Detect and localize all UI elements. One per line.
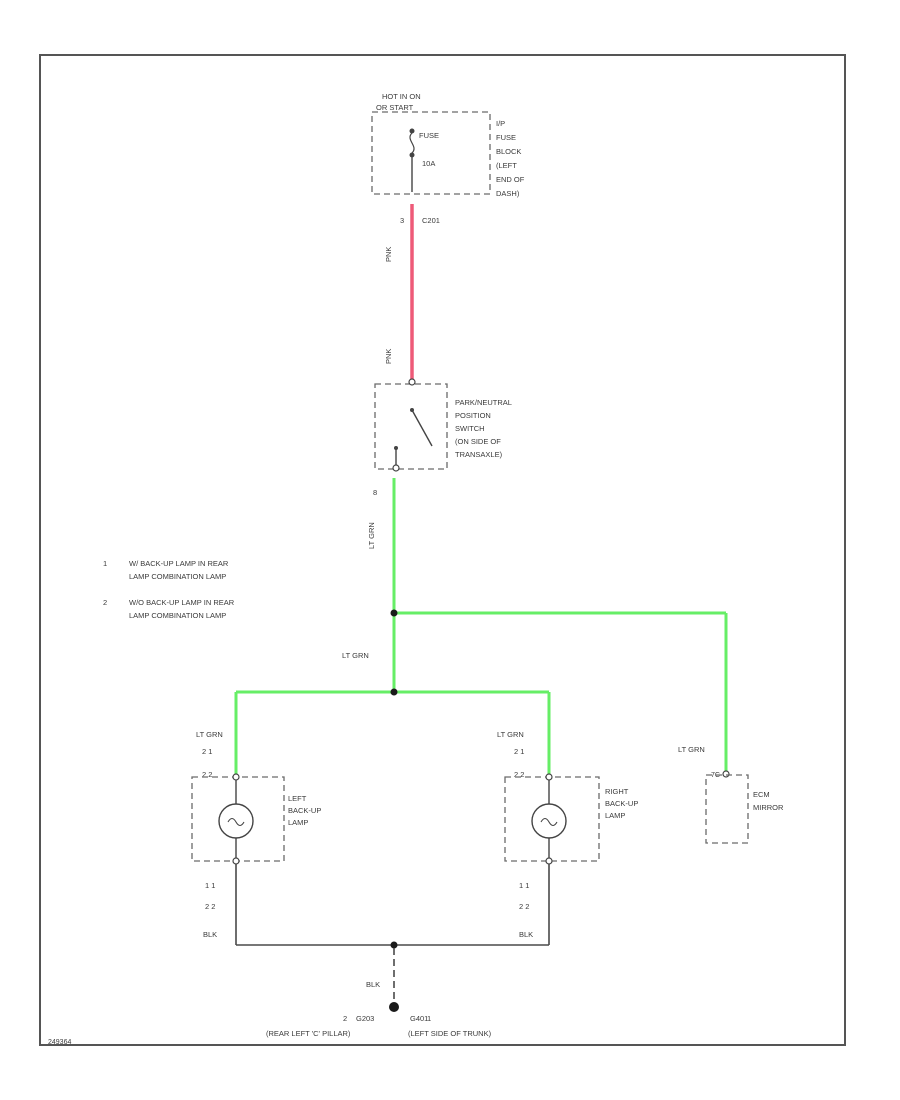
left-lamp-label-3: LAMP xyxy=(288,818,308,827)
switch-terminal-top xyxy=(408,378,416,386)
switch-icon xyxy=(411,409,433,447)
right-lamp-label-1: RIGHT xyxy=(605,787,629,796)
left-lamp-label-2: BACK-UP xyxy=(288,806,321,815)
ecm-outline xyxy=(705,774,749,844)
wire-label-pink-bottom: PNK xyxy=(384,349,393,364)
left-backup-lamp: LT GRN 2 1 2 2 LEFT BACK-UP LAMP 1 1 2 2… xyxy=(191,730,321,945)
ecm-label-2: MIRROR xyxy=(753,803,784,812)
right-lamp-bottom-pins-2: 2 2 xyxy=(519,902,529,911)
fuse-label: FUSE xyxy=(419,131,439,140)
ground-2-name: G401 xyxy=(410,1014,428,1023)
switch-terminal-bottom xyxy=(392,464,400,472)
wire-label-green-left: LT GRN xyxy=(196,730,223,739)
fuse-icon xyxy=(409,132,415,154)
ecm-module: LT GRN 7C ECM MIRROR xyxy=(678,745,784,844)
legend-num-2: 2 xyxy=(103,598,107,607)
wire-label-green-ecm: LT GRN xyxy=(678,745,705,754)
switch-title-4: (ON SIDE OF xyxy=(455,437,501,446)
diagram-frame xyxy=(39,54,846,1046)
right-lamp-label-3: LAMP xyxy=(605,811,625,820)
ground-1-name: G203 xyxy=(356,1014,374,1023)
legend-2-line-2: LAMP COMBINATION LAMP xyxy=(129,611,226,620)
footer-code: 249364 xyxy=(48,1039,71,1046)
ground-1-location: (REAR LEFT 'C' PILLAR) xyxy=(266,1029,351,1038)
ecm-label-1: ECM xyxy=(753,790,770,799)
right-lamp-bottom-pins-1: 1 1 xyxy=(519,881,529,890)
wire-label-green-right: LT GRN xyxy=(497,730,524,739)
ground-icon xyxy=(389,1002,399,1012)
right-backup-lamp: LT GRN 2 1 2 2 RIGHT BACK-UP LAMP 1 1 2 … xyxy=(497,730,638,945)
left-lamp-label-1: LEFT xyxy=(288,794,307,803)
park-neutral-switch: PARK/NEUTRAL POSITION SWITCH (ON SIDE OF… xyxy=(373,378,512,497)
left-lamp-bottom-pins-1: 1 1 xyxy=(205,881,215,890)
switch-title-5: TRANSAXLE) xyxy=(455,450,503,459)
green-wire-network xyxy=(234,478,728,775)
ground-1-num: 2 xyxy=(343,1014,347,1023)
ecm-pin: 7C xyxy=(711,772,720,779)
left-lamp-top-pins-1: 2 1 xyxy=(202,747,212,756)
legend-num-1: 1 xyxy=(103,559,107,568)
wire-label-black-right: BLK xyxy=(519,930,533,939)
fuse-block: HOT IN ON OR START FUSE 10A I/P FUSE BLO… xyxy=(371,92,525,225)
ground-splice xyxy=(390,941,398,949)
wire-label-black-ground: BLK xyxy=(366,980,380,989)
wire-label-pink-top: PNK xyxy=(384,247,393,262)
switch-pin-out: 8 xyxy=(373,488,377,497)
fuse-location-line-4: (LEFT xyxy=(496,161,517,170)
legend-1-line-2: LAMP COMBINATION LAMP xyxy=(129,572,226,581)
power-label-2: OR START xyxy=(376,103,414,112)
right-lamp-label-2: BACK-UP xyxy=(605,799,638,808)
power-label-1: HOT IN ON xyxy=(382,92,421,101)
right-lamp-top-pins-1: 2 1 xyxy=(514,747,524,756)
fuse-amps: 10A xyxy=(422,159,435,168)
fuse-location-line-2: FUSE xyxy=(496,133,516,142)
fuse-block-outline xyxy=(371,111,491,195)
legend-2-line-1: W/O BACK-UP LAMP IN REAR xyxy=(129,598,235,607)
switch-outline xyxy=(374,383,448,470)
wire-label-black-left: BLK xyxy=(203,930,217,939)
fuse-location-line-5: END OF xyxy=(496,175,525,184)
legend: 1 W/ BACK-UP LAMP IN REAR LAMP COMBINATI… xyxy=(103,559,235,620)
fuse-location-line-3: BLOCK xyxy=(496,147,521,156)
fuse-terminal-top xyxy=(409,128,415,134)
legend-1-line-1: W/ BACK-UP LAMP IN REAR xyxy=(129,559,229,568)
splice-lower xyxy=(390,688,398,696)
ground-2-num: 1 xyxy=(427,1014,431,1023)
fuse-connector: C201 xyxy=(422,216,440,225)
left-lamp-bottom-pins-2: 2 2 xyxy=(205,902,215,911)
switch-title-2: POSITION xyxy=(455,411,491,420)
fuse-pin: 3 xyxy=(400,216,404,225)
wire-label-green-mid: LT GRN xyxy=(342,651,369,660)
ground-circuit: BLK 2 G203 G401 1 (REAR LEFT 'C' PILLAR)… xyxy=(236,941,549,1038)
switch-title-3: SWITCH xyxy=(455,424,485,433)
fuse-location-line-1: I/P xyxy=(496,119,505,128)
wire-label-green-switch: LT GRN xyxy=(367,522,376,549)
ground-2-location: (LEFT SIDE OF TRUNK) xyxy=(408,1029,492,1038)
splice-upper xyxy=(390,609,398,617)
switch-title-1: PARK/NEUTRAL xyxy=(455,398,512,407)
left-lamp-top-pins-2: 2 2 xyxy=(202,770,212,779)
fuse-location-line-6: DASH) xyxy=(496,189,520,198)
right-lamp-top-pins-2: 2 2 xyxy=(514,770,524,779)
